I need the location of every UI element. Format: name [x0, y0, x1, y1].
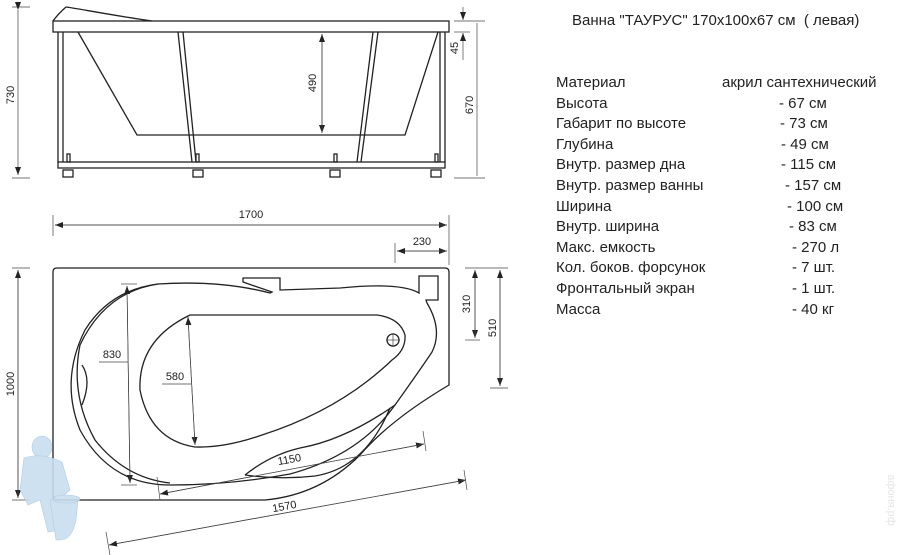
spec-value: - 270 л [792, 238, 840, 256]
spec-row-height: Высота - 67 см [556, 94, 827, 115]
outer-contour [52, 267, 450, 501]
dim-45: 45 [449, 42, 461, 54]
dim-730: 730 [5, 86, 17, 104]
spec-label: Кол. боков. форсунок [556, 259, 706, 277]
side-view: 730 490 45 670 [5, 2, 485, 179]
spec-row-capacity: Макс. емкость - 270 л [556, 238, 839, 259]
spec-value: - 73 см [780, 115, 828, 133]
dim-670: 670 [464, 96, 476, 114]
spec-row-width: Ширина - 100 см [556, 197, 843, 218]
spec-row-depth: Глубина - 49 см [556, 135, 829, 156]
dim-1000: 1000 [5, 372, 17, 396]
dim-1150: 1150 [277, 452, 302, 468]
spec-row-weight: Масса - 40 кг [556, 300, 834, 321]
dim-230: 230 [413, 236, 431, 248]
spec-value: - 83 см [789, 218, 837, 236]
page-title: Ванна "ТАУРУС" 170x100x67 см ( левая) [572, 12, 860, 29]
top-view: 1700 230 1000 310 510 830 580 1150 1570 [5, 209, 508, 555]
spec-value: - 157 см [785, 176, 842, 194]
spec-value: - 100 см [787, 197, 844, 215]
spec-value: акрил сантехнический [722, 74, 877, 91]
spec-value: - 115 см [781, 156, 837, 174]
dim-490: 490 [307, 74, 319, 92]
spec-label: Высота [556, 94, 608, 112]
spec-label: Глубина [556, 135, 614, 153]
headrest [65, 6, 153, 22]
spec-label: Масса [556, 300, 601, 318]
legs [62, 153, 442, 178]
rim [52, 20, 450, 33]
spec-value: - 49 см [781, 135, 829, 153]
dim-580: 580 [166, 371, 184, 383]
spec-label: Фронтальный экран [556, 279, 695, 297]
spec-row-front-panel: Фронтальный экран - 1 шт. [556, 279, 835, 300]
spec-label: Материал [556, 74, 626, 91]
plumber-mascot-logo [19, 435, 81, 541]
spec-value: - 1 шт. [792, 279, 836, 297]
dim-1570: 1570 [271, 499, 297, 515]
tub-profile [77, 31, 439, 136]
spec-row-bottom-size: Внутр. размер дна - 115 см [556, 155, 836, 176]
spec-value: - 7 шт. [792, 259, 836, 277]
watermark: афоня.рф [885, 474, 897, 526]
spec-row-inner-size: Внутр. размер ванны - 157 см [556, 176, 841, 197]
spec-value: - 67 см [779, 94, 827, 112]
spec-value: - 40 кг [792, 300, 835, 318]
spec-label: Внутр. размер ванны [556, 176, 704, 194]
dim-510: 510 [487, 319, 499, 337]
spec-row-overall-height: Габарит по высоте - 73 см [556, 114, 828, 135]
spec-row-jets: Кол. боков. форсунок - 7 шт. [556, 258, 835, 279]
spec-row-material: Материал акрил сантехнический [556, 73, 877, 94]
frame-base [57, 161, 446, 169]
spec-label: Внутр. ширина [556, 218, 660, 236]
dim-310: 310 [461, 295, 473, 313]
basin-bottom [139, 314, 406, 448]
dim-1700: 1700 [239, 209, 263, 221]
spec-label: Внутр. размер дна [556, 156, 686, 174]
spec-label: Ширина [556, 197, 612, 215]
spec-label: Макс. емкость [556, 238, 656, 256]
spec-table: Материал акрил сантехнический Высота - 67 … [556, 73, 877, 321]
dim-830: 830 [103, 349, 121, 361]
rim-contour [70, 275, 439, 486]
spec-row-inner-width: Внутр. ширина - 83 см [556, 217, 837, 238]
spec-label: Габарит по высоте [556, 115, 687, 133]
